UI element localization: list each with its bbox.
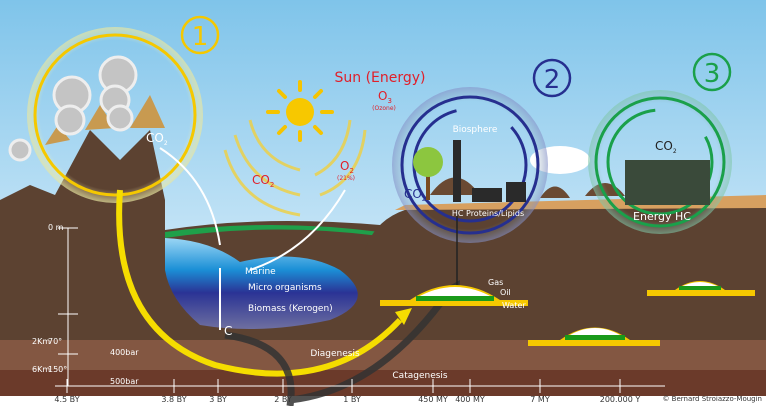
temp-150: 150°	[48, 365, 67, 374]
cycle-circle-3	[594, 96, 726, 228]
timeline-label: 3.8 BY	[161, 395, 186, 404]
co2-energy-label: CO2	[655, 139, 677, 155]
pressure-500: 500bar	[110, 377, 139, 386]
copyright: © Bernard Stroiazzo-Mougin	[662, 395, 762, 403]
yellow-migration-arrow	[116, 189, 403, 377]
catagenesis-label: Catagenesis	[392, 371, 448, 381]
co2-biosphere-label: CO2	[404, 187, 426, 203]
marine-label: Marine	[245, 267, 276, 277]
o3-label: O3	[378, 89, 392, 105]
cycle-arrow-3	[606, 108, 714, 216]
cycle-circle-2	[400, 95, 540, 235]
halo-1	[27, 27, 203, 203]
depth-2km: 2Km	[32, 337, 50, 346]
step-2-badge: 2	[532, 58, 572, 98]
bottom-strip	[0, 396, 766, 406]
step-3-number: 3	[704, 59, 721, 89]
sun-icon	[266, 80, 334, 142]
biomass-label: Biomass (Kerogen)	[248, 304, 333, 314]
biosphere-label: Biosphere	[453, 125, 498, 135]
pressure-400: 400bar	[110, 348, 139, 357]
o2-percent: (21%)	[337, 175, 355, 182]
timeline-label: 400 MY	[455, 395, 485, 404]
gas-label: Gas	[488, 278, 503, 287]
trap-3	[647, 281, 755, 296]
timeline-ticks: 4.5 BY 3.8 BY 3 BY 2 BY 1 BY 450 MY 400 MY 7 MY…	[54, 379, 640, 404]
radiation-arcs	[223, 119, 367, 217]
oil-label: Oil	[500, 288, 511, 297]
yellow-arrowhead	[395, 308, 412, 325]
cycle-circle-1	[33, 33, 197, 197]
sun-label: Sun (Energy)	[334, 70, 425, 86]
timeline-label: 2 BY	[274, 395, 292, 404]
trap-1	[380, 285, 528, 306]
dark-migration-arrow	[224, 287, 453, 406]
ocean-basin	[165, 238, 358, 329]
energy-hc-label: Energy HC	[633, 210, 691, 223]
timeline-label: 200.000 Y	[600, 395, 641, 404]
water-label: Water	[502, 301, 526, 310]
timeline-label: 7 MY	[530, 395, 550, 404]
temp-70: 70°	[48, 337, 62, 346]
co2-atmosphere-label: CO2	[252, 173, 274, 189]
industry-icon	[453, 140, 710, 205]
diagenesis-label: Diagenesis	[310, 349, 360, 359]
ozone-label: (Ozone)	[372, 105, 396, 112]
hc-proteins-label: HC Proteins/Lipids	[452, 209, 524, 218]
micro-organisms-label: Micro organisms	[248, 283, 322, 293]
timeline-label: 450 MY	[418, 395, 448, 404]
step-2-number: 2	[544, 65, 561, 95]
trap-2	[528, 327, 660, 346]
vegetation-strip	[165, 225, 380, 238]
step-3-badge: 3	[692, 52, 732, 92]
co2-volcano-label: CO2	[146, 131, 168, 147]
depth-6km: 6Km	[32, 365, 50, 374]
timeline-label: 3 BY	[209, 395, 227, 404]
timeline-label: 1 BY	[343, 395, 361, 404]
step-1-number: 1	[192, 22, 209, 52]
co2-descent-arrow	[159, 147, 221, 246]
depth-0m: 0 m	[48, 223, 64, 232]
layer-500bar	[0, 370, 766, 396]
timeline-label: 4.5 BY	[54, 395, 79, 404]
step-1-badge: 1	[180, 15, 220, 55]
tree-icon	[413, 147, 443, 200]
carbon-label: C	[224, 324, 232, 338]
o2-label: O2	[340, 159, 354, 175]
o2-ascent-arrow	[249, 189, 346, 271]
